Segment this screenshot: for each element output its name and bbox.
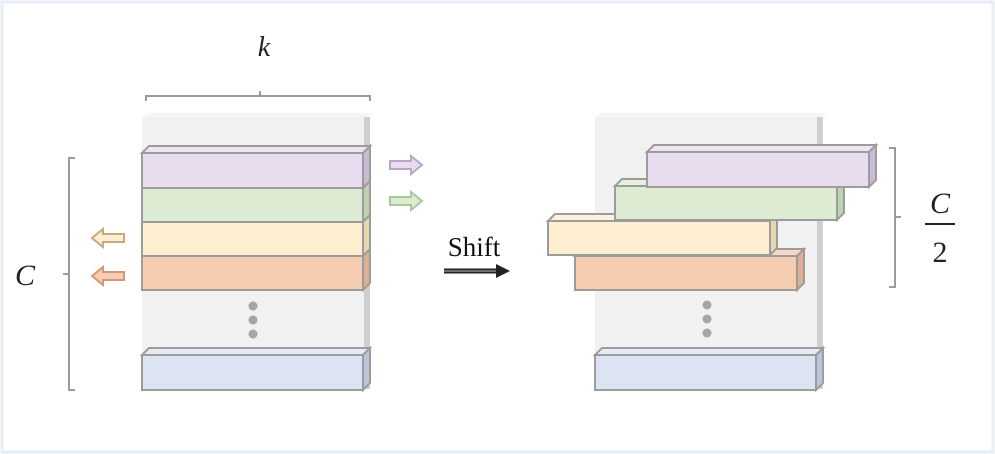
right-block-purple xyxy=(644,142,879,190)
left-block-green xyxy=(141,178,371,225)
left-block-orange xyxy=(141,246,371,293)
left-block-blue xyxy=(139,345,373,393)
k-bracket xyxy=(145,91,371,101)
fraction-numerator: C xyxy=(930,187,951,220)
arrow-right-icon-purple xyxy=(389,153,424,177)
left-stack xyxy=(139,113,374,393)
arrow-left-icon-orange xyxy=(90,264,125,288)
left-block-yellow xyxy=(141,212,371,259)
shift-arrow-icon[interactable] xyxy=(444,264,510,278)
c-label: C xyxy=(15,259,36,292)
shift-label: Shift xyxy=(448,232,501,262)
left-block-purple xyxy=(139,143,373,191)
left-vertical-ellipsis-icon xyxy=(248,301,258,339)
right-stack xyxy=(545,113,879,393)
arrow-left-icon-yellow xyxy=(90,226,125,250)
k-label: k xyxy=(258,32,271,63)
half-c-bracket xyxy=(889,147,901,288)
c-bracket xyxy=(63,157,75,391)
right-block-blue xyxy=(592,345,826,393)
arrow-right-icon-green xyxy=(389,189,424,213)
fraction-denominator: 2 xyxy=(933,236,948,269)
right-vertical-ellipsis-icon xyxy=(702,300,712,338)
